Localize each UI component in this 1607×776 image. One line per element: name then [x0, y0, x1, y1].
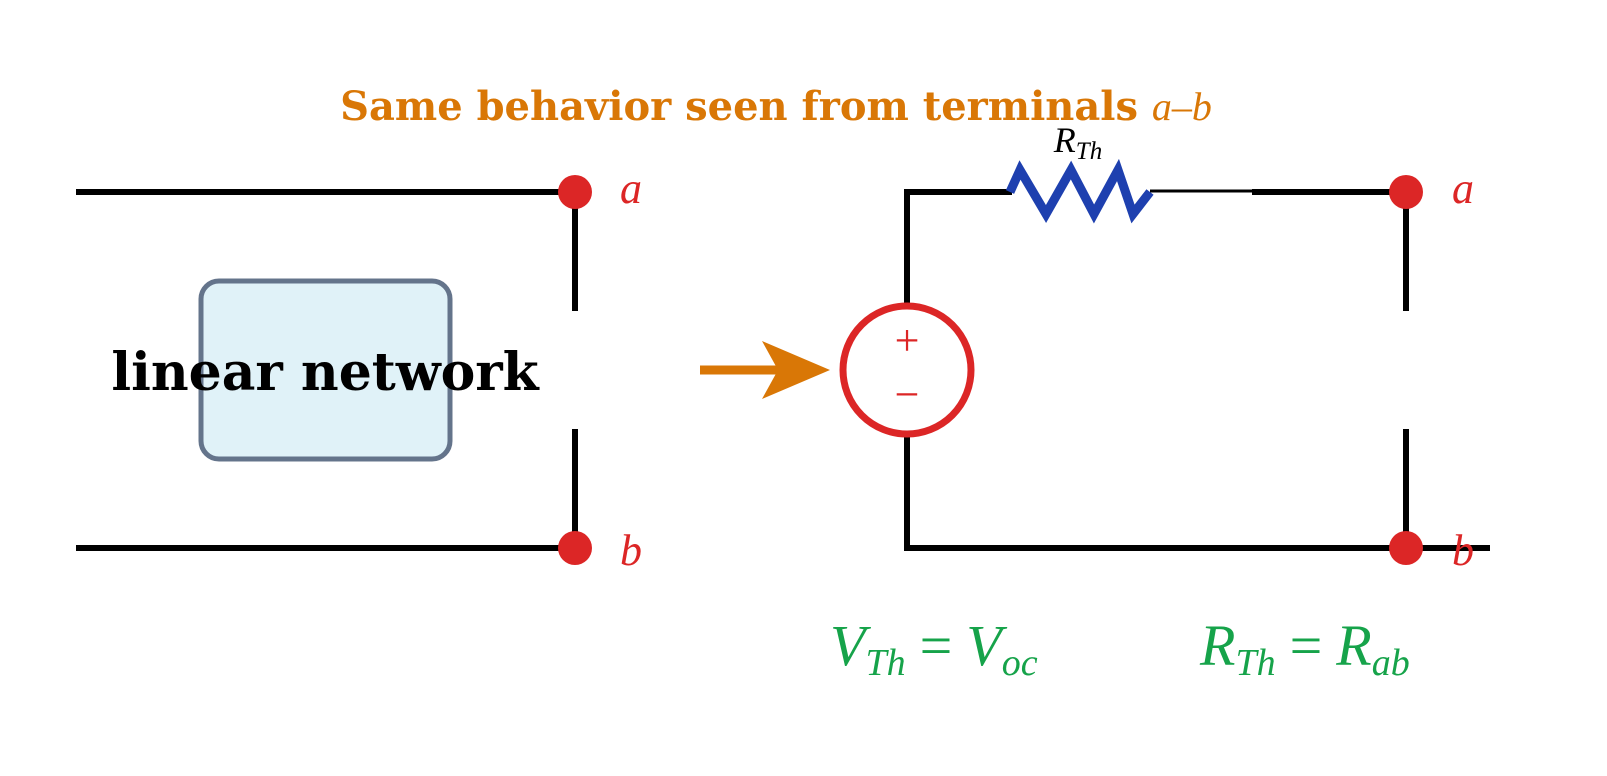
- right-terminal-b-dot: [1389, 531, 1423, 565]
- resistor-label: RTh: [1053, 120, 1102, 165]
- arrow-head: [762, 341, 830, 399]
- resistor-rth: [1005, 158, 1154, 224]
- title-text: Same behavior seen from terminals: [340, 83, 1152, 130]
- thevenin-circuit: RTh + − a b: [839, 120, 1490, 575]
- linear-network-label: linear network: [111, 342, 539, 403]
- right-terminal-a-label: a: [1452, 164, 1474, 213]
- title-var-a: a: [1152, 84, 1172, 129]
- transform-arrow: [700, 341, 830, 399]
- vth-equation: VTh=Voc: [830, 613, 1038, 684]
- source-plus-sign: +: [895, 316, 920, 365]
- left-circuit: linear network a b: [76, 164, 642, 575]
- left-terminal-b-dot: [558, 531, 592, 565]
- title-var-b: b: [1192, 84, 1212, 129]
- left-terminal-a-dot: [558, 175, 592, 209]
- source-minus-sign: −: [895, 370, 920, 419]
- right-terminal-b-label: b: [1452, 526, 1474, 575]
- diagram-title: Same behavior seen from terminals a–b: [340, 83, 1212, 130]
- rth-equation: RTh=Rab: [1199, 613, 1410, 684]
- left-terminal-a-label: a: [620, 164, 642, 213]
- title-dash: –: [1171, 84, 1193, 129]
- linear-network-box: [198, 278, 453, 462]
- left-terminal-b-label: b: [620, 526, 642, 575]
- right-terminal-a-dot: [1389, 175, 1423, 209]
- voltage-source: [839, 302, 975, 438]
